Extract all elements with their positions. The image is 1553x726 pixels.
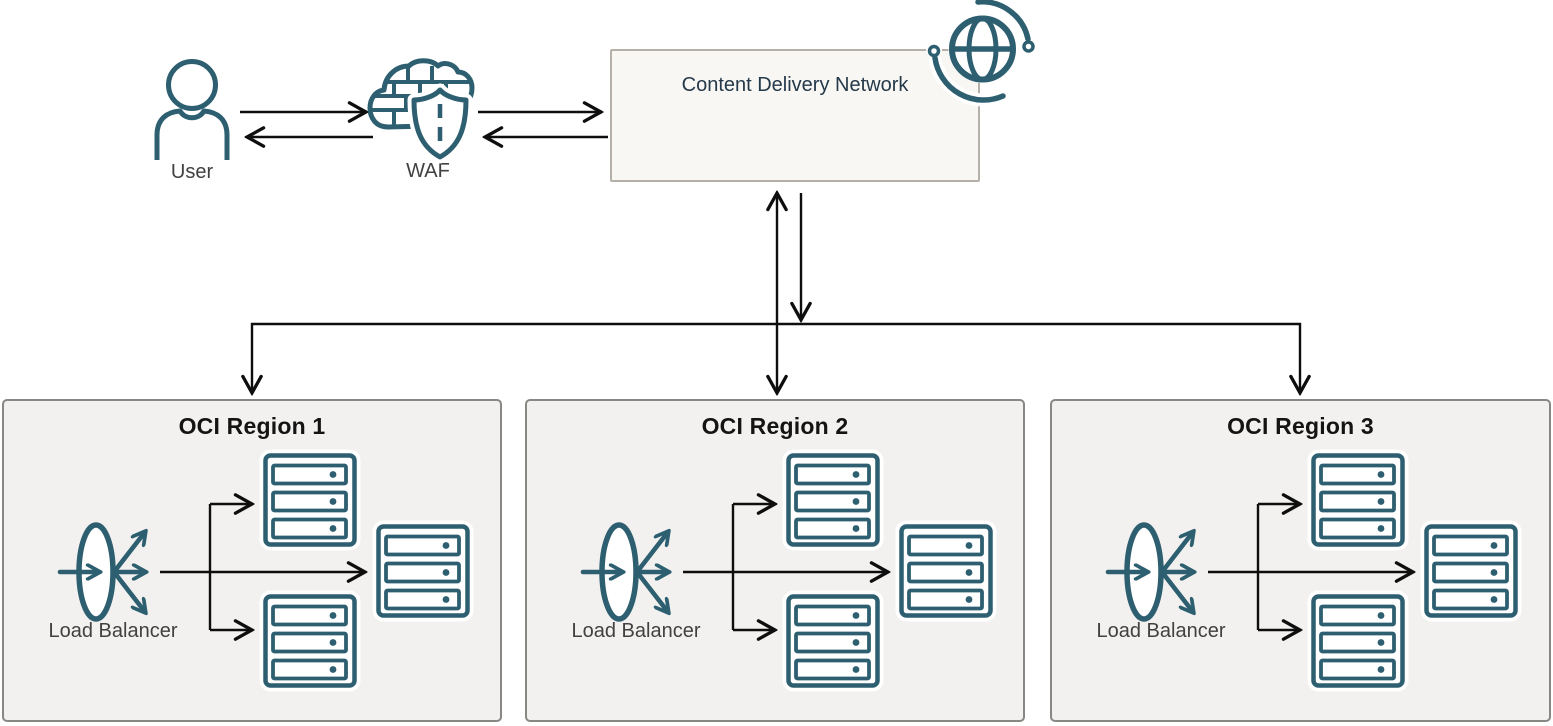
region-title: OCI Region 3 (1227, 413, 1374, 439)
user-icon (154, 59, 230, 160)
server-stack-icon-top (266, 456, 355, 545)
cdn-label: Content Delivery Network (681, 74, 909, 96)
load-balancer-label: Load Balancer (1096, 620, 1226, 642)
server-stack-icon-right (379, 527, 468, 616)
region-box-1: OCI Region 1 (2, 399, 502, 722)
waf-label: WAF (406, 160, 450, 182)
server-stack-icon-bottom (789, 597, 878, 686)
load-balancer-icon (580, 522, 668, 622)
region-title: OCI Region 2 (701, 413, 849, 439)
load-balancer-icon (57, 522, 145, 622)
server-stack-icon-right (902, 527, 991, 616)
region-box-3: OCI Region 3 Load Balancer (1050, 399, 1551, 722)
region-title: OCI Region 1 (178, 413, 326, 439)
load-balancer-label: Load Balancer (48, 620, 178, 642)
distribution-line (252, 322, 1300, 392)
server-stack-icon-top (789, 456, 878, 545)
server-stack-icon-right (1427, 527, 1516, 616)
server-stack-icon-bottom (266, 597, 355, 686)
load-balancer-icon (1105, 522, 1193, 622)
region-diagram (57, 401, 500, 720)
region-diagram (580, 401, 1023, 720)
server-stack-icon-top (1314, 456, 1403, 545)
shield (407, 83, 473, 164)
region-box-2: OCI Region 2 Load Balancer (525, 399, 1025, 722)
globe-icon (926, 0, 1036, 107)
server-stack-icon-bottom (1314, 597, 1403, 686)
waf-icon (367, 58, 475, 164)
user-label: User (170, 161, 214, 183)
region-diagram (1105, 401, 1548, 720)
cdn-box: Content Delivery Network (610, 49, 980, 182)
load-balancer-label: Load Balancer (571, 620, 701, 642)
